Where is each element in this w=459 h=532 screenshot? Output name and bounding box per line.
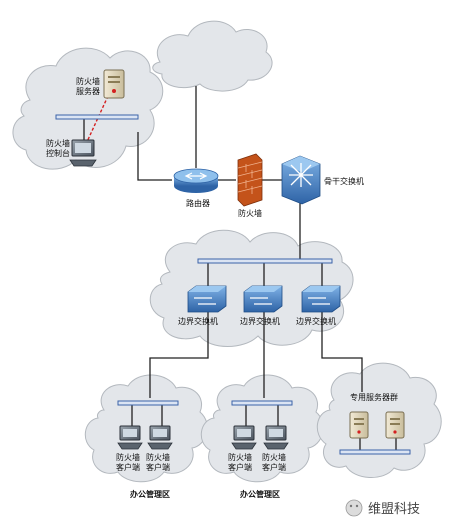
client-pc-label: 防火墙: [116, 452, 140, 462]
fw-console-label: 控制台: [46, 148, 70, 158]
firewall-console-pc-icon: [69, 139, 97, 167]
cloud-internet: [152, 20, 273, 92]
router-icon: [173, 168, 219, 193]
access-switch-label: 边界交换机: [296, 316, 336, 326]
client-pc-label: 防火墙: [262, 452, 286, 462]
access-switch-label: 边界交换机: [178, 316, 218, 326]
client-pc-label: 客户端: [146, 462, 170, 472]
zone-label: 办公管理区: [130, 489, 170, 499]
client-pc-label: 防火墙: [146, 452, 170, 462]
fw-server-label: 服务器: [76, 86, 100, 96]
access-switch-icon: [243, 285, 283, 313]
router-label: 路由器: [186, 198, 210, 208]
management-bus: [55, 114, 139, 120]
watermark-text: 维盟科技: [368, 502, 420, 517]
access-switch-icon: [301, 285, 341, 313]
fw-server-label: 防火墙: [76, 76, 100, 86]
server-icon: [385, 411, 405, 439]
client-pc-icon: [117, 425, 143, 450]
watermark: 维盟科技: [345, 499, 420, 517]
firewall-icon: [237, 153, 263, 207]
firewall-server-icon: [103, 69, 125, 99]
core-switch-label: 骨干交换机: [324, 176, 364, 186]
client-pc-icon: [147, 425, 173, 450]
office-zone-2-bus: [231, 400, 293, 406]
cloud-server-zone: [316, 362, 442, 478]
access-switch-label: 边界交换机: [240, 316, 280, 326]
client-pc-label: 客户端: [262, 462, 286, 472]
access-switch-icon: [187, 285, 227, 313]
server-zone-bus: [339, 449, 411, 455]
core-switch-icon: [281, 155, 321, 205]
zone-label: 办公管理区: [240, 489, 280, 499]
server-zone-label: 专用服务器群: [350, 392, 398, 402]
client-pc-icon: [263, 425, 289, 450]
management-link: [85, 95, 109, 145]
server-icon: [349, 411, 369, 439]
cloud-firewall-management: [12, 47, 164, 170]
links: [83, 86, 397, 452]
client-pc-label: 防火墙: [228, 452, 252, 462]
office-zone-1-bus: [117, 400, 179, 406]
wechat-icon: [345, 499, 363, 517]
firewall-label: 防火墙: [238, 208, 262, 218]
client-pc-label: 客户端: [116, 462, 140, 472]
access-bus: [197, 258, 333, 264]
client-pc-icon: [231, 425, 257, 450]
fw-console-label: 防火墙: [46, 138, 70, 148]
client-pc-label: 客户端: [228, 462, 252, 472]
bus-bars: [55, 114, 411, 455]
